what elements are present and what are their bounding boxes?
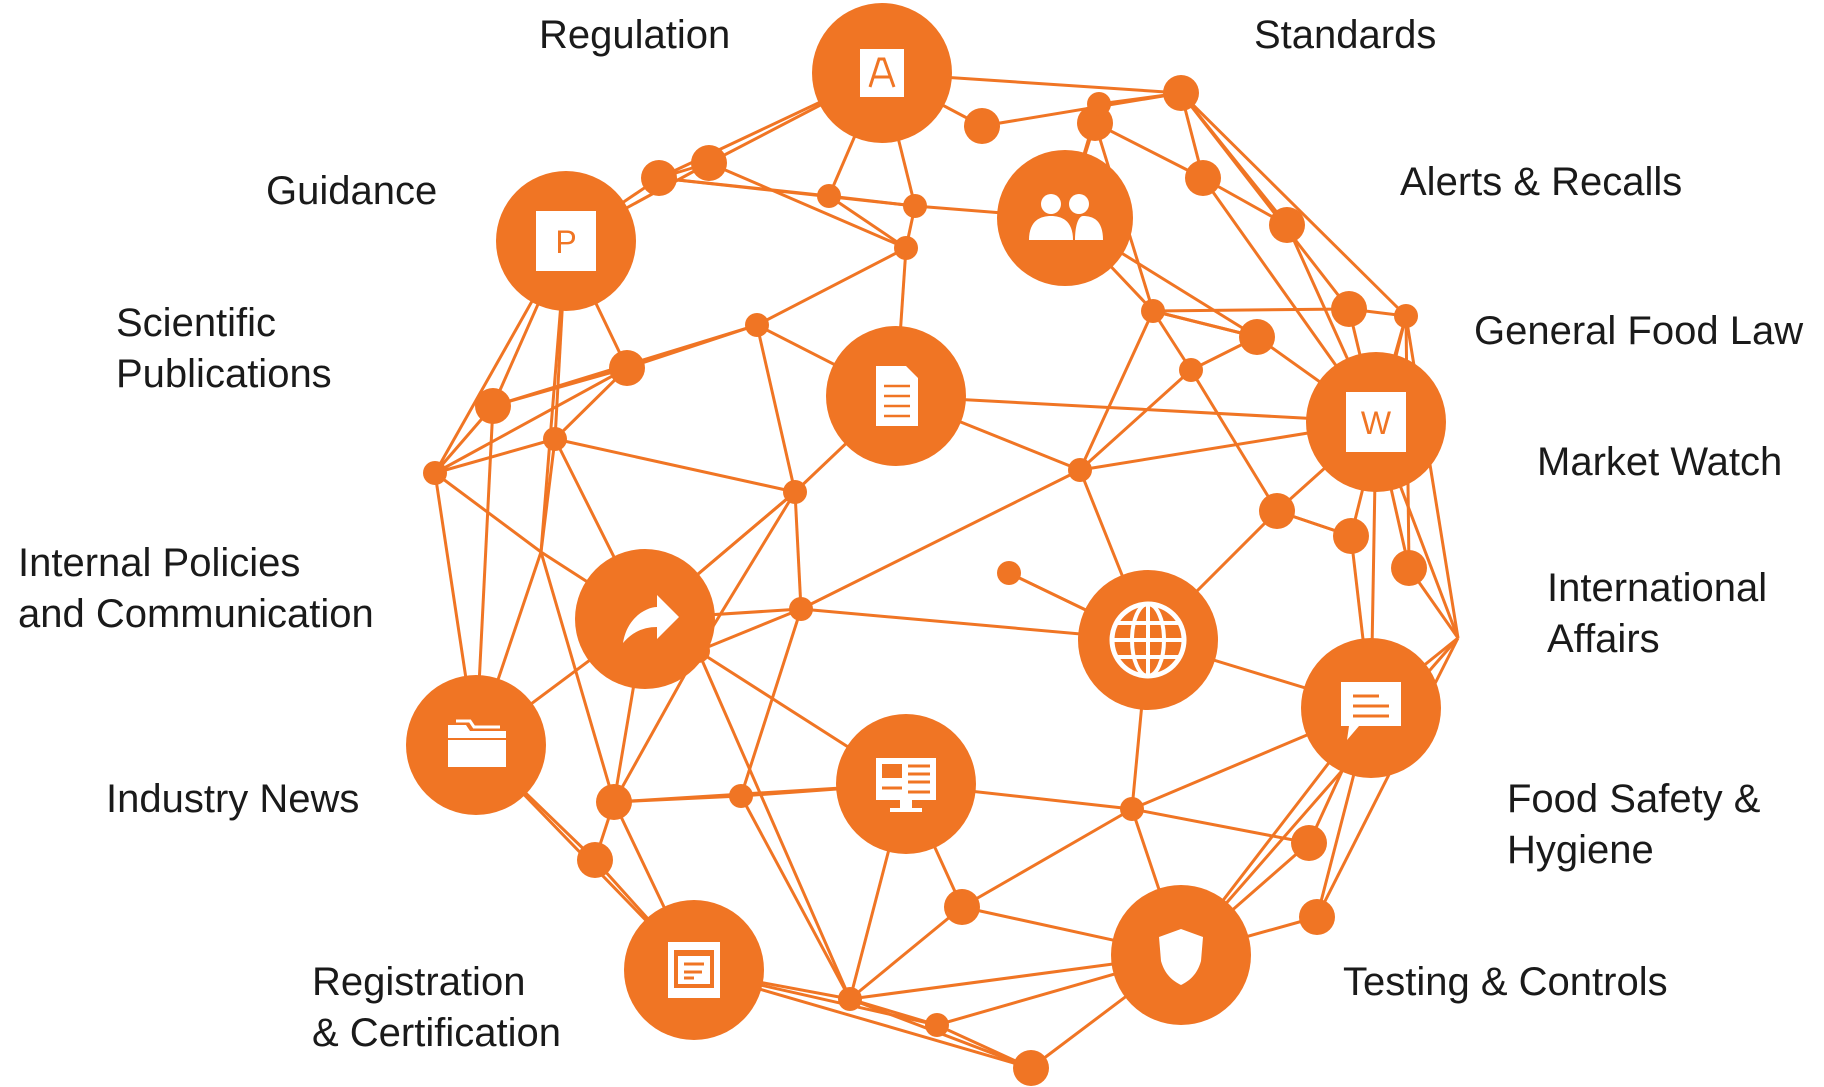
- network-edge: [739, 608, 803, 797]
- network-edge: [800, 468, 1081, 611]
- form-icon: [624, 900, 764, 1040]
- network-dot: [894, 236, 918, 260]
- network-dot: [1179, 358, 1203, 382]
- network-edge: [1189, 369, 1279, 512]
- network-edge: [613, 794, 742, 804]
- network-dot: [641, 160, 677, 196]
- network-dot: [1185, 160, 1221, 196]
- network-edge: [755, 324, 797, 493]
- label-registration-certification: Registration & Certification: [312, 960, 561, 1055]
- share-icon: [575, 549, 715, 689]
- svg-text:W: W: [1361, 405, 1392, 441]
- svg-text:P: P: [555, 224, 576, 260]
- network-dot: [1068, 458, 1092, 482]
- network-dot: [691, 145, 727, 181]
- network-dot: [964, 108, 1000, 144]
- network-dot: [1120, 797, 1144, 821]
- network-dot: [1259, 493, 1295, 529]
- network-dot: [1013, 1050, 1049, 1086]
- network-dot: [475, 388, 511, 424]
- network-edge: [539, 551, 616, 803]
- network-edge: [434, 471, 542, 554]
- network-edge: [434, 437, 556, 475]
- shield-icon: [1111, 885, 1251, 1025]
- label-regulation: Regulation: [539, 13, 731, 57]
- label-internal-policies: Internal Policies and Communication: [18, 541, 374, 636]
- network-dot: [997, 561, 1021, 585]
- network-dot: [1141, 299, 1165, 323]
- network-edge: [492, 366, 628, 408]
- network-dot: [1239, 319, 1275, 355]
- network-dots: [423, 75, 1427, 1086]
- network-edge: [434, 366, 628, 475]
- network-dot: [543, 427, 567, 451]
- network-dot: [1331, 291, 1367, 327]
- network-dot: [925, 1013, 949, 1037]
- label-guidance: Guidance: [266, 169, 438, 213]
- network-edge: [1094, 121, 1204, 180]
- network-edge: [793, 491, 803, 610]
- network-edge: [539, 438, 557, 553]
- label-standards: Standards: [1254, 13, 1437, 57]
- label-industry-news: Industry News: [106, 777, 360, 821]
- document-icon: [826, 326, 966, 466]
- network-dot: [1299, 899, 1335, 935]
- network-edge: [554, 437, 796, 494]
- network-dot: [1269, 207, 1305, 243]
- network-dot: [729, 784, 753, 808]
- network-edge: [1131, 807, 1310, 845]
- network-dot: [1391, 550, 1427, 586]
- users-icon: [997, 150, 1133, 286]
- label-alerts-recalls: Alerts & Recalls: [1400, 160, 1683, 204]
- network-edge: [1152, 307, 1350, 313]
- network-dot: [817, 184, 841, 208]
- label-testing-controls: Testing & Controls: [1343, 960, 1668, 1004]
- label-food-safety-hygiene: Food Safety & Hygiene: [1507, 777, 1761, 872]
- network-dot: [596, 784, 632, 820]
- network-dot: [1333, 518, 1369, 554]
- label-scientific-publications: Scientific Publications: [116, 301, 332, 396]
- network-edge: [708, 161, 907, 250]
- network-dot: [609, 350, 645, 386]
- label-international-affairs: International Affairs: [1547, 566, 1768, 661]
- network-edge: [696, 650, 852, 1000]
- label-general-food-law: General Food Law: [1474, 309, 1804, 353]
- network-dot: [577, 842, 613, 878]
- network-edge: [849, 905, 963, 1001]
- globe-icon: [1078, 570, 1218, 710]
- network-edge: [961, 807, 1133, 909]
- folder-icon: [406, 675, 546, 815]
- pdf-icon: [812, 3, 952, 143]
- network-edge: [1078, 310, 1155, 471]
- chat-icon: [1301, 638, 1441, 778]
- network-edge: [828, 194, 907, 250]
- network-edge: [1179, 92, 1289, 226]
- network-edge: [658, 176, 830, 198]
- network-edge: [739, 795, 852, 1000]
- powerpoint-icon: P: [496, 171, 636, 311]
- network-dot: [1291, 825, 1327, 861]
- network-dot: [789, 597, 813, 621]
- network-dot: [1394, 304, 1418, 328]
- network-dot: [1163, 75, 1199, 111]
- network-hubs: P W: [406, 3, 1446, 1040]
- network-dot: [838, 987, 862, 1011]
- network-dot: [1087, 92, 1111, 116]
- network-edge: [1078, 368, 1193, 472]
- network-dot: [944, 889, 980, 925]
- network-edge: [626, 323, 758, 370]
- network-edge: [1179, 91, 1408, 318]
- network-dot: [423, 461, 447, 485]
- network-dot: [903, 194, 927, 218]
- label-market-watch: Market Watch: [1537, 440, 1783, 484]
- network-dot: [745, 313, 769, 337]
- network-edge: [756, 246, 907, 327]
- network-dot: [783, 480, 807, 504]
- dashboard-icon: [836, 714, 976, 854]
- network-edge: [895, 394, 1377, 424]
- word-icon: W: [1306, 352, 1446, 492]
- network-edge: [828, 194, 916, 208]
- network-edge: [697, 607, 802, 653]
